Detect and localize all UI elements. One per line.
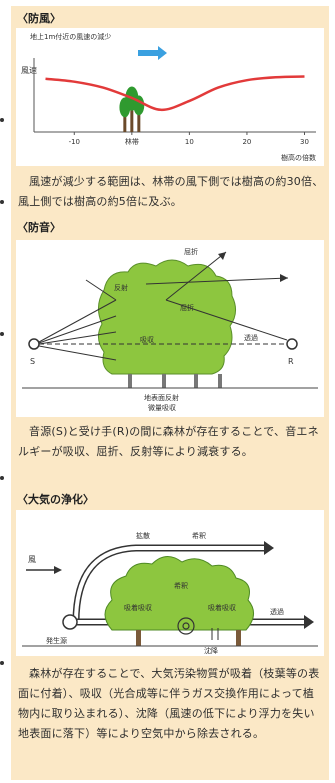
soundproof-figure: S R 屈折 反射 屈折 吸収 透過 地表面反射 微量吸収: [16, 240, 324, 417]
forest-canopy: [104, 556, 254, 631]
swirl-icon: [177, 617, 195, 635]
tree-trunk: [130, 103, 134, 132]
tree-trunk: [236, 630, 241, 646]
source-label: S: [30, 357, 35, 366]
tree-trunk: [123, 111, 127, 132]
tree-trunk: [194, 374, 198, 388]
arrow-head-icon: [218, 252, 226, 260]
x-tick-label: 20: [242, 138, 251, 146]
x-axis-label: 樹高の倍数: [281, 153, 316, 162]
edge-mark: [0, 118, 4, 122]
label-ground-reflection: 地表面反射: [144, 393, 179, 402]
label-adsorb-absorb-2: 吸着吸収: [208, 603, 236, 612]
tree-trunk: [162, 374, 166, 388]
refraction-ray: [165, 299, 288, 341]
arrow-head-icon: [280, 274, 288, 282]
receiver-label: R: [288, 357, 294, 366]
edge-mark: [0, 476, 4, 480]
edge-mark: [0, 661, 4, 665]
tree-trunk: [128, 374, 132, 388]
label-deposition: 沈降: [204, 646, 218, 655]
label-adsorb-absorb-1: 吸着吸収: [124, 603, 152, 612]
wind-arrow-icon: [138, 46, 167, 60]
label-refraction-inner: 屈折: [180, 303, 194, 312]
pollution-source-icon: [62, 614, 78, 630]
heading-air-purification: 〈大気の浄化〉: [17, 493, 94, 506]
forest-block: [98, 259, 236, 375]
caption-air-purification: 森林が存在することで、大気汚染物質が吸着（枝葉等の表面に付着）、吸収（光合成等に…: [18, 667, 320, 740]
edge-mark: [0, 200, 4, 204]
ray: [38, 331, 117, 345]
wind-speed-chart: 地上1m付近の風速の減少 風速 -10 林帯 10 20 30 樹高の倍数: [21, 32, 316, 162]
label-slight-absorption: 微量吸収: [148, 403, 176, 412]
arrow-head-icon: [264, 541, 274, 555]
label-refraction: 屈折: [184, 247, 198, 256]
x-tick-label: 10: [185, 138, 194, 146]
sound-diagram: S R 屈折 反射 屈折 吸収 透過 地表面反射 微量吸収: [22, 247, 318, 412]
tree-trunk: [136, 630, 141, 646]
heading-soundproof: 〈防音〉: [17, 221, 61, 234]
x-ticks: -10 林帯 10 20 30: [69, 132, 309, 146]
sound-source-icon: [28, 338, 40, 350]
ray: [38, 299, 117, 343]
y-axis-label-1: 風速: [21, 66, 37, 75]
wind-arrow-icon: [54, 566, 62, 574]
tree-trunk: [218, 374, 222, 388]
label-dilution: 希釈: [192, 531, 206, 540]
diffusion-flow-inner: [74, 546, 266, 623]
heading-windbreak: 〈防風〉: [17, 12, 61, 25]
label-source: 発生源: [46, 636, 67, 645]
air-purification-diagram: 風 発生源 拡散 希釈 吸着吸収 希釈 吸着吸収 透過 沈降: [22, 531, 318, 655]
ray: [38, 315, 117, 344]
swirl-icon: [182, 622, 190, 630]
refraction-ray: [145, 277, 289, 285]
label-transmission: 透過: [244, 333, 258, 342]
x-tick-label: 林帯: [125, 137, 139, 146]
receiver-icon: [286, 338, 298, 350]
label-wind: 風: [28, 555, 36, 564]
reflection-ray: [85, 279, 117, 301]
arrow-head-icon: [304, 615, 314, 629]
label-absorption: 吸収: [140, 336, 154, 344]
chart-title: 地上1m付近の風速の減少: [30, 32, 111, 41]
page-edge: [0, 0, 8, 783]
label-dilution-inner: 希釈: [174, 581, 188, 590]
windbreak-figure: 地上1m付近の風速の減少 風速 -10 林帯 10 20 30 樹高の倍数: [16, 28, 324, 166]
tree-trunk: [137, 109, 141, 132]
x-tick-label: 30: [300, 138, 309, 146]
air-purification-figure: 風 発生源 拡散 希釈 吸着吸収 希釈 吸着吸収 透過 沈降: [16, 510, 324, 656]
wind-speed-curve: [45, 75, 305, 112]
refraction-ray: [165, 251, 227, 301]
edge-mark: [0, 332, 4, 336]
caption-windbreak: 風速が減少する範囲は、林帯の風下側では樹高の約30倍、風上側では樹高の約5倍に及…: [18, 175, 324, 208]
label-reflection: 反射: [114, 283, 128, 292]
ray: [38, 345, 117, 361]
caption-soundproof: 音源(S)と受け手(R)の間に森林が存在することで、音エネルギーが吸収、屈折、反…: [18, 425, 319, 458]
x-tick-label: -10: [69, 138, 80, 146]
label-diffusion: 拡散: [136, 531, 150, 540]
label-transmission: 透過: [270, 607, 284, 616]
